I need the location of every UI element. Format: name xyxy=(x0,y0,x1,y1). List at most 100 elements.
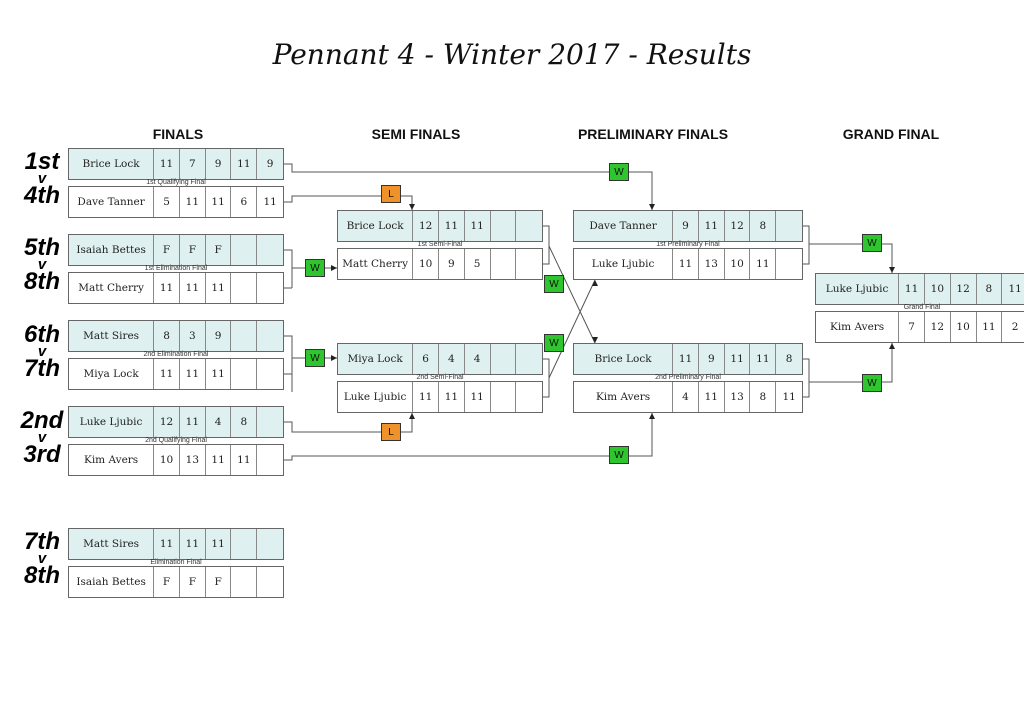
game-score xyxy=(257,445,283,475)
player-name: Brice Lock xyxy=(69,149,155,179)
player-name: Isaiah Bettes xyxy=(69,235,155,265)
connector-arrowhead xyxy=(649,413,655,419)
game-score xyxy=(776,211,802,241)
player-name: Miya Lock xyxy=(338,344,414,374)
game-score: 11 xyxy=(977,312,1003,342)
game-score: 11 xyxy=(180,187,206,217)
match-caption: 1st Preliminary Final xyxy=(656,241,720,248)
game-score: 8 xyxy=(154,321,180,351)
seed-top: 6th xyxy=(24,321,60,348)
game-score: 6 xyxy=(231,187,258,217)
connector-arrowhead xyxy=(592,337,598,343)
game-score xyxy=(257,359,283,389)
player-name: Dave Tanner xyxy=(69,187,155,217)
connector-line xyxy=(803,225,810,265)
connector-arrowhead xyxy=(649,204,655,210)
column-heading-semi-finals: SEMI FINALS xyxy=(371,126,461,142)
game-score: 11 xyxy=(154,149,180,179)
game-score: 11 xyxy=(154,273,180,303)
connector-line xyxy=(548,279,596,379)
game-score: 4 xyxy=(206,407,232,437)
connector-line xyxy=(284,163,653,210)
game-score: 11 xyxy=(465,382,491,412)
game-score: 11 xyxy=(206,445,232,475)
game-score xyxy=(257,567,283,597)
game-score: 11 xyxy=(206,273,232,303)
player-name: Isaiah Bettes xyxy=(69,567,155,597)
connector-arrowhead xyxy=(409,204,415,210)
game-score: 5 xyxy=(154,187,180,217)
game-score xyxy=(257,273,283,303)
player-name: Dave Tanner xyxy=(574,211,674,241)
win-badge-sf2: W xyxy=(544,334,564,352)
player-name: Kim Avers xyxy=(574,382,674,412)
player-name: Kim Avers xyxy=(816,312,900,342)
game-score xyxy=(516,382,542,412)
loss-badge-qf2: L xyxy=(381,423,401,441)
match-caption: 1st Semi-Final xyxy=(417,241,463,248)
match-caption: 1st Qualifying Final xyxy=(146,179,206,186)
connector-arrowhead xyxy=(889,267,895,273)
game-score: 10 xyxy=(951,312,977,342)
game-score: 11 xyxy=(413,382,439,412)
player-name: Luke Ljubic xyxy=(338,382,414,412)
connector-arrowhead xyxy=(331,355,337,361)
game-score xyxy=(257,235,283,265)
game-score: 11 xyxy=(180,407,206,437)
seed-bottom: 7th xyxy=(24,355,60,382)
game-score: 11 xyxy=(899,274,925,304)
seed-bottom: 4th xyxy=(24,182,60,209)
connector-line xyxy=(809,243,893,273)
game-score: 10 xyxy=(413,249,439,279)
game-score: 3 xyxy=(180,321,206,351)
game-score: 11 xyxy=(231,445,258,475)
player-name: Kim Avers xyxy=(69,445,155,475)
game-score: 11 xyxy=(180,529,206,559)
game-score: 11 xyxy=(699,382,725,412)
seed-v: v xyxy=(37,343,47,360)
game-score: F xyxy=(154,567,180,597)
game-score: 2 xyxy=(1011,321,1019,333)
match-caption: 2nd Semi-Final xyxy=(416,374,464,381)
game-score xyxy=(231,321,258,351)
column-heading-grand-final: GRAND FINAL xyxy=(842,126,940,142)
game-score: 11 xyxy=(206,359,232,389)
game-score: 4 xyxy=(465,344,491,374)
player-name: Matt Sires xyxy=(69,529,155,559)
game-score xyxy=(231,359,258,389)
game-score: 7 xyxy=(899,312,925,342)
connector-line xyxy=(284,195,413,210)
seed-v: v xyxy=(37,550,47,567)
game-score: F xyxy=(206,235,232,265)
game-score: 7 xyxy=(180,149,206,179)
game-score: 11 xyxy=(699,211,725,241)
game-score: 11 xyxy=(263,196,277,208)
game-score: 13 xyxy=(180,445,206,475)
player-name: Luke Ljubic xyxy=(574,249,674,279)
game-score: 10 xyxy=(725,249,751,279)
game-score: 11 xyxy=(231,149,258,179)
player-name: Matt Cherry xyxy=(69,273,155,303)
player-name: Brice Lock xyxy=(574,344,674,374)
game-score: 11 xyxy=(180,359,206,389)
game-score xyxy=(491,211,517,241)
game-score xyxy=(516,344,542,374)
game-score xyxy=(516,211,542,241)
connector-line xyxy=(284,413,413,433)
game-score: 11 xyxy=(725,344,751,374)
game-score: 5 xyxy=(465,249,491,279)
connector-line xyxy=(543,358,550,398)
connector-line xyxy=(803,358,810,398)
game-score: 11 xyxy=(750,249,777,279)
win-badge-ef1: W xyxy=(305,259,325,277)
